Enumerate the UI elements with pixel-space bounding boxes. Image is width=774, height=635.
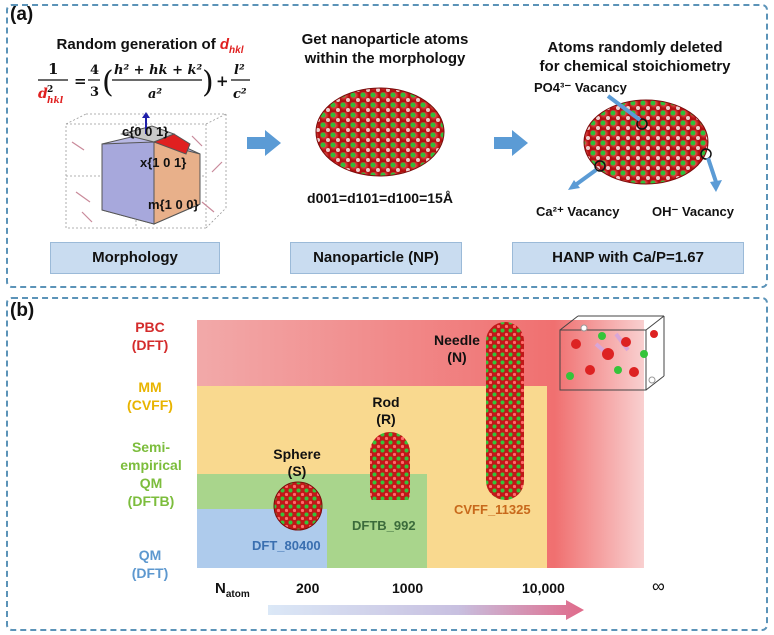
tick-200: 200 [296,580,320,596]
flow-arrow-2 [494,130,528,156]
level-qm-line2: (DFT) [131,565,169,581]
step1-title: Random generation of dhkl [30,36,270,56]
panel-a-label: (a) [10,4,34,25]
oh-vacancy-label: OH⁻ Vacancy [652,204,735,219]
level-semi-line2: empirical [120,457,182,473]
sphere-line2: (S) [287,463,307,479]
svg-text:1: 1 [48,60,58,78]
svg-text:2: 2 [47,85,53,95]
svg-text:+: + [216,72,229,90]
level-pbc-line2: (DFT) [131,337,169,353]
sphere-particle-img [273,481,323,531]
step3-title: Atoms randomly deleted for chemical stoi… [530,38,740,76]
svg-text:4: 4 [90,63,99,78]
panel-a [6,4,768,288]
tick-1000: 1000 [392,580,424,596]
facet-label-c001: c{0 0 1} [122,124,169,139]
particle-shapes [370,322,524,500]
step3-title-line1: Atoms randomly deleted [547,39,723,56]
hanp-box: HANP with Ca/P=1.67 [512,242,744,274]
periodic-unit-cell [559,315,665,391]
tick-infinity: ∞ [652,576,665,596]
facet-label-x101: x{1 0 1} [140,155,187,170]
d-spacing-formula: 1 d 2 hkl = 4 3 ( h² + hk + k² a² ) + l²… [38,60,250,106]
flow-arrow-1 [247,130,281,156]
panel-b [6,297,768,631]
svg-text:3: 3 [90,85,99,100]
level-pbc-label: PBC (DFT) [110,318,190,354]
level-semi-label: Semi- empirical QM (DFTB) [106,438,196,510]
needle-line2: (N) [447,349,467,365]
rod-particle [370,432,410,500]
svg-text:=: = [74,72,87,90]
step2-title: Get nanoparticle atoms within the morpho… [285,30,485,68]
level-qm-label: QM (DFT) [110,546,190,582]
step2-title-line1: Get nanoparticle atoms [301,31,469,48]
sphere-line1: Sphere [273,446,321,462]
needle-line1: Needle [434,332,480,348]
svg-text:hkl: hkl [47,96,64,106]
nanoparticle-box: Nanoparticle (NP) [290,242,462,274]
needle-label: Needle (N) [422,332,492,366]
rod-tag: DFTB_992 [352,518,416,533]
ca-vacancy-label: Ca²⁺ Vacancy [536,204,620,219]
level-semi-line4: (DFTB) [127,493,175,509]
level-semi-line1: Semi- [131,439,171,455]
step3-title-line2: for chemical stoichiometry [539,58,731,75]
np-size-label: d001=d101=d100=15Å [307,190,453,206]
rod-line1: Rod [372,394,400,410]
crystal-morphology-diagram [65,112,227,229]
sphere-tag: DFT_80400 [252,538,321,553]
rod-label: Rod (R) [356,394,416,428]
svg-text:(: ( [102,65,114,100]
morphology-box: Morphology [50,242,220,274]
level-semi-line3: QM [139,475,163,491]
axis-label: Natom [215,580,250,600]
svg-text:c²: c² [233,87,247,102]
level-qm-line1: QM [138,547,162,563]
step1-title-var: dhkl [219,36,244,56]
needle-particle [486,322,524,500]
svg-text:h² + hk + k²: h² + hk + k² [114,63,203,78]
hanp-image [568,94,722,192]
nanoparticle-image [315,87,445,177]
level-pbc-line1: PBC [135,319,165,335]
svg-text:d: d [38,86,48,102]
level-mm-label: MM (CVFF) [110,378,190,414]
axis-label-n: N [215,580,226,597]
level-mm-line2: (CVFF) [127,397,173,413]
step1-title-sub: hkl [229,45,244,56]
increasing-size-arrow [268,600,584,620]
po4-vacancy-label: PO4³⁻ Vacancy [534,80,627,95]
step2-title-line2: within the morphology [304,50,466,67]
svg-text:l²: l² [234,63,245,78]
svg-text:): ) [202,65,214,100]
tick-10000: 10,000 [522,580,565,596]
rod-line2: (R) [376,411,396,427]
step1-title-var-text: d [219,36,230,53]
sphere-label: Sphere (S) [262,446,332,480]
svg-text:a²: a² [148,87,162,102]
panel-b-label: (b) [10,300,35,321]
facet-label-m100: m{1 0 0} [148,197,199,212]
needle-tag: CVFF_11325 [454,502,531,517]
level-mm-line1: MM [138,379,162,395]
step1-title-text: Random generation of [56,36,220,53]
axis-label-sub: atom [225,589,250,600]
